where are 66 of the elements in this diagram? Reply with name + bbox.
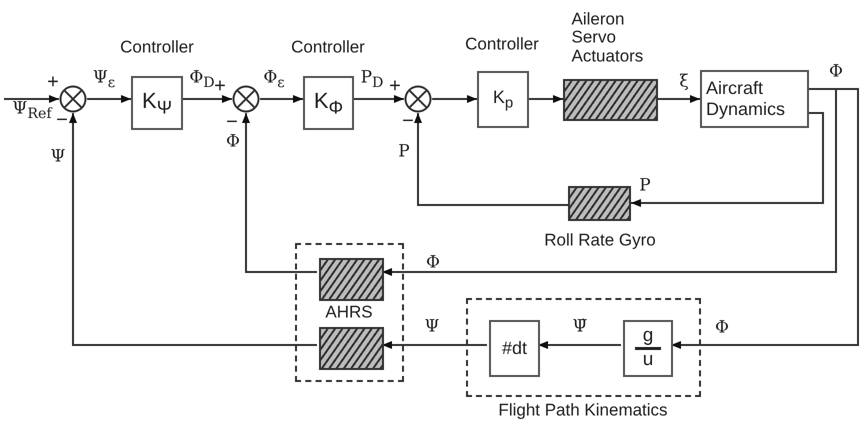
dashed-group-border [466, 298, 701, 397]
edge-label: Ψ$_{ε}$ [92, 70, 116, 90]
arrow [69, 113, 317, 346]
arrow [671, 88, 859, 349]
arrow [4, 95, 59, 103]
edge-label: Φ [715, 320, 729, 336]
summing-junction [59, 85, 87, 113]
edge-label: Φ [226, 134, 240, 150]
sign-label: + [47, 72, 59, 92]
arrow [538, 341, 621, 349]
block [623, 320, 673, 377]
edge-label: Ψ̇ [572, 318, 588, 336]
edge-label: P [398, 144, 410, 160]
block [303, 76, 354, 130]
edge-label: Φ$_{ε}$ [263, 70, 285, 90]
group-title: Flight Path Kinematics [498, 402, 668, 420]
summing-junction [404, 85, 432, 113]
block-caption: Roll Rate Gyro [544, 232, 656, 250]
arrow [529, 95, 563, 103]
denominator: u [642, 350, 654, 371]
arrow [658, 95, 700, 103]
arrow [260, 95, 303, 103]
arrow [432, 95, 477, 103]
edge-label: P$_{D}$ [360, 70, 384, 90]
edge-label: Φ$_{D}$ [189, 70, 215, 90]
block-caption: Aileron Servo Actuators [572, 10, 644, 66]
sign-label: − [402, 111, 414, 131]
block-label: K$_{Φ}$ [312, 88, 344, 118]
edge-label: Ψ [50, 148, 66, 166]
hatched-block [319, 327, 384, 370]
edge-label: ξ [679, 74, 689, 90]
block [700, 70, 809, 128]
hatched-block [563, 79, 658, 121]
hatched-block [319, 258, 384, 301]
block-caption: Controller [120, 38, 194, 58]
sign-label: + [389, 76, 401, 96]
block [477, 71, 529, 128]
arrow [87, 95, 131, 103]
signal-label: Φ [829, 64, 843, 80]
block-label: K$_{p}$ [492, 87, 514, 112]
arrow [382, 88, 837, 276]
edge-label: P [639, 178, 651, 194]
summing-junction [232, 85, 260, 113]
block-label: #dt [500, 338, 528, 359]
block-caption: Controller [465, 36, 539, 54]
numerator: g [634, 326, 662, 350]
group-title: AHRS [325, 304, 373, 322]
arrow [354, 95, 404, 103]
block [131, 76, 183, 130]
sign-label: − [226, 112, 238, 132]
block [489, 320, 540, 377]
edge-label: Φ [426, 254, 440, 272]
block-label: K$_{Ψ}$ [141, 88, 173, 118]
edge-label: Ψ$_{Ref}$ [12, 100, 52, 122]
arrow [242, 113, 317, 273]
arrow [183, 95, 232, 103]
sign-label: − [56, 110, 68, 130]
block-caption: Controller [291, 38, 365, 58]
sign-label: + [214, 76, 226, 96]
dashed-group-border [295, 243, 404, 382]
edge-label: Ψ [424, 318, 440, 336]
block-label: Aircraft Dynamics [705, 78, 786, 120]
arrow [414, 113, 568, 206]
arrow [382, 341, 487, 349]
hatched-block [568, 186, 631, 221]
arrow [631, 112, 824, 207]
